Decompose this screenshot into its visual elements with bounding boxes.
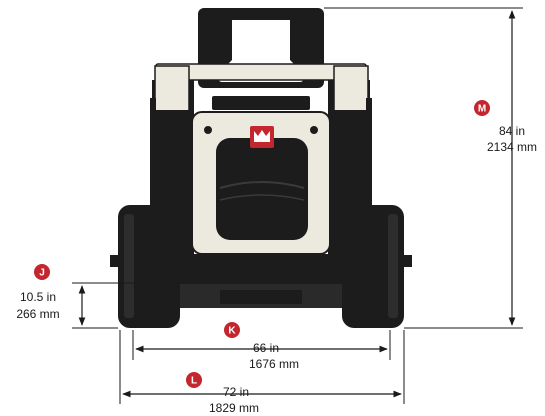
marker-badge-m: [474, 100, 490, 116]
marker-badge-k: [224, 322, 240, 338]
dimension-k: K 66 in 1676 mm: [132, 322, 391, 371]
left-shoulder: [154, 65, 190, 113]
light-fin: [150, 98, 156, 114]
dim-k-imperial: 66 in: [253, 341, 279, 355]
rear-grille: [216, 138, 308, 240]
right-track-tread: [388, 214, 398, 318]
rops-brace: [218, 20, 232, 74]
light-fin: [366, 98, 372, 114]
right-shoulder: [333, 65, 369, 113]
crown-logo-icon: [250, 126, 274, 148]
marker-label-j: J: [39, 268, 45, 279]
machine-illustration: [110, 8, 412, 328]
tow-plate: [220, 290, 302, 304]
dim-k-metric: 1676 mm: [249, 357, 299, 371]
dim-l-metric: 1829 mm: [209, 401, 259, 415]
rops-brace: [290, 20, 304, 74]
door-latch-icon: [204, 126, 212, 134]
dimension-j: J 10.5 in 266 mm: [16, 264, 180, 329]
grille-detail: [219, 194, 305, 201]
marker-badge-j: [34, 264, 50, 280]
marker-label-k: K: [228, 326, 236, 337]
marker-badge-l: [186, 372, 202, 388]
marker-label-m: M: [478, 104, 486, 115]
left-track-tread: [124, 214, 134, 318]
dim-l-imperial: 72 in: [223, 385, 249, 399]
side-step: [110, 255, 118, 267]
dim-m-imperial: 84 in: [499, 124, 525, 138]
cab-top-vent: [212, 96, 310, 110]
dim-j-metric: 266 mm: [16, 307, 59, 321]
dimension-l: L 72 in 1829 mm: [119, 330, 405, 415]
dim-m-metric: 2134 mm: [487, 140, 537, 154]
grille-detail: [219, 181, 305, 189]
dim-j-imperial: 10.5 in: [20, 290, 56, 304]
undercarriage: [178, 254, 344, 284]
marker-label-l: L: [191, 376, 197, 387]
door-latch-icon: [310, 126, 318, 134]
side-step: [404, 255, 412, 267]
dimension-m: M 84 in 2134 mm: [324, 7, 537, 329]
